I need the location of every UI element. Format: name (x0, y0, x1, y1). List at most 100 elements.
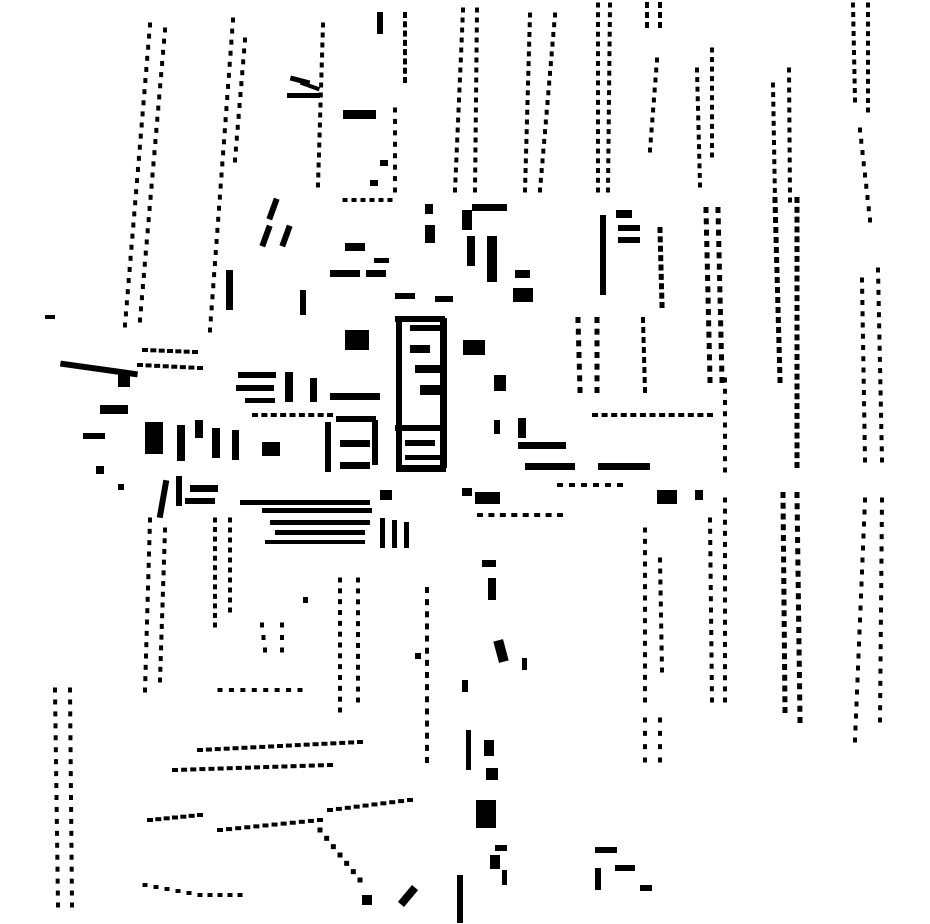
building (154, 363, 161, 368)
building (435, 296, 453, 302)
building (576, 340, 582, 347)
building (141, 272, 146, 278)
building (593, 483, 599, 487)
building (788, 197, 792, 203)
building (393, 164, 397, 170)
building (155, 116, 160, 122)
building (241, 745, 248, 750)
building (338, 642, 342, 648)
building (467, 236, 475, 266)
building (136, 155, 141, 161)
building (569, 483, 575, 487)
building (327, 763, 333, 767)
building (461, 7, 465, 13)
building (643, 584, 647, 590)
building (160, 591, 165, 597)
building (775, 317, 781, 323)
building (723, 445, 727, 450)
building (232, 746, 239, 751)
building (716, 252, 722, 259)
building (781, 567, 787, 574)
building (723, 467, 727, 473)
building (238, 372, 276, 378)
building (125, 289, 130, 295)
building (472, 204, 507, 211)
building (54, 795, 59, 800)
building (797, 683, 803, 690)
building (607, 70, 612, 76)
building (159, 623, 164, 629)
building (643, 606, 647, 612)
building (787, 137, 792, 143)
building (139, 122, 144, 128)
building (643, 618, 647, 624)
building (607, 51, 612, 57)
building (393, 176, 397, 182)
building (69, 842, 74, 848)
building (708, 551, 713, 557)
building (53, 735, 58, 741)
building (473, 137, 478, 143)
building (708, 540, 713, 545)
building (596, 148, 600, 154)
building (704, 263, 710, 270)
building (338, 653, 342, 659)
building (710, 697, 714, 703)
building (645, 12, 649, 18)
building (652, 87, 657, 93)
building (859, 138, 864, 144)
building (796, 672, 802, 678)
building (55, 890, 60, 896)
building (643, 663, 647, 669)
building (393, 107, 397, 113)
building (618, 225, 640, 231)
building (219, 172, 224, 178)
building (68, 687, 72, 693)
building (128, 255, 133, 261)
building (462, 488, 472, 496)
building (160, 613, 165, 619)
building (144, 642, 149, 648)
building (356, 697, 360, 703)
building (130, 233, 135, 239)
building (147, 540, 152, 546)
building (723, 530, 727, 536)
building (678, 413, 685, 417)
building (138, 133, 143, 139)
building (596, 31, 600, 37)
building (343, 110, 376, 119)
building (878, 656, 883, 662)
building (357, 740, 363, 744)
building (594, 363, 600, 370)
building (149, 183, 154, 189)
building (723, 564, 727, 570)
building (718, 354, 724, 361)
building (369, 198, 375, 202)
building (668, 413, 675, 417)
building (658, 2, 662, 8)
building (706, 343, 712, 349)
building (794, 344, 800, 351)
building (68, 771, 73, 777)
building (718, 320, 724, 327)
building (473, 147, 478, 153)
building (606, 99, 611, 105)
building (280, 635, 284, 640)
buildings-layer (45, 2, 884, 923)
building (148, 517, 152, 523)
building (709, 641, 714, 647)
building (145, 422, 163, 454)
building (474, 37, 479, 43)
building (398, 799, 405, 804)
building (696, 115, 701, 121)
building (225, 95, 230, 100)
building (188, 365, 195, 370)
building (217, 205, 222, 211)
building (860, 333, 865, 339)
building (616, 210, 632, 218)
building (145, 363, 152, 368)
building (54, 818, 59, 824)
building (316, 182, 320, 188)
building (863, 172, 867, 178)
building (356, 577, 360, 583)
